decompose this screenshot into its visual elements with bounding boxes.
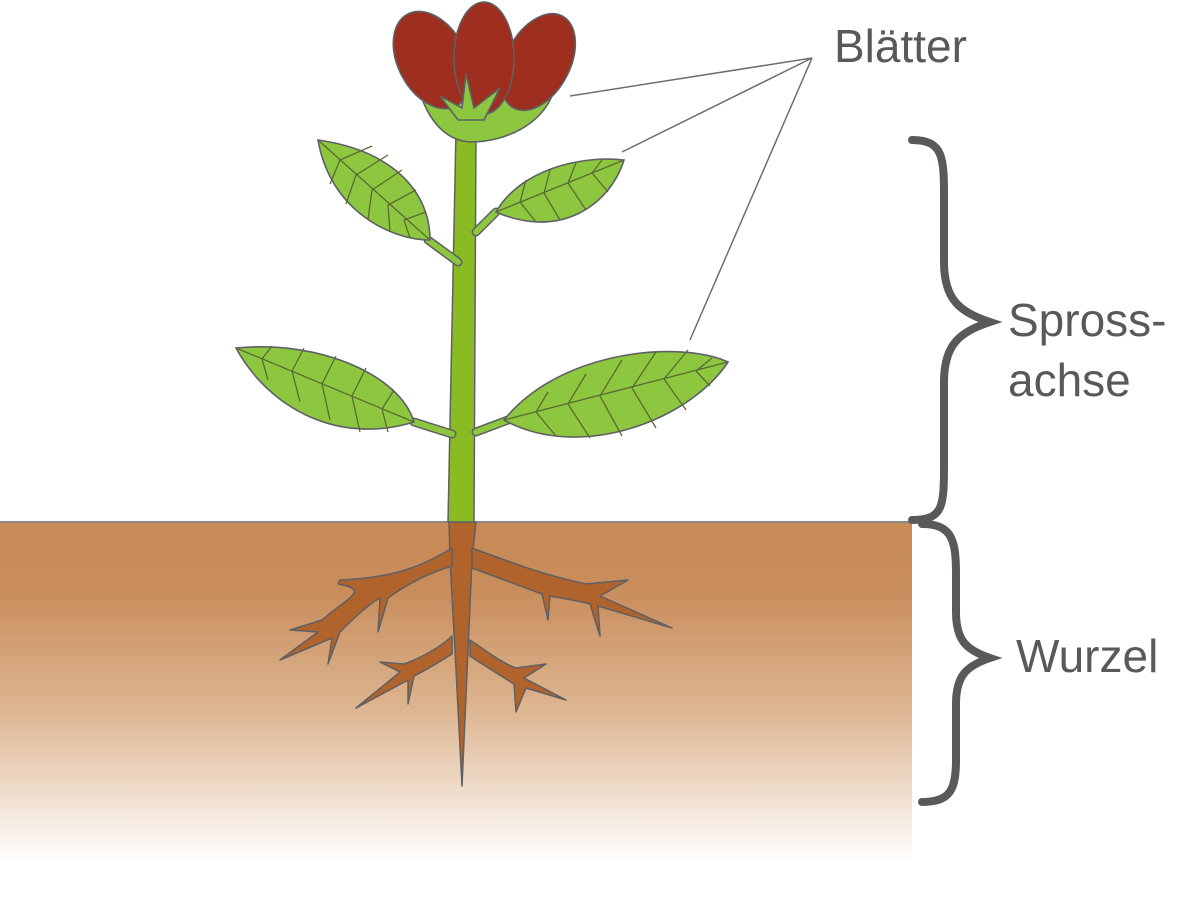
root-bracket — [918, 520, 1003, 806]
leaf-icon — [234, 139, 730, 439]
root-label: Wurzel — [1016, 630, 1158, 682]
flower-icon — [392, 1, 577, 143]
leaves-label: Blätter — [834, 20, 967, 72]
shoot-bracket — [908, 136, 1003, 524]
bracket-icon — [908, 136, 1003, 806]
stem — [447, 129, 477, 523]
root-icon — [279, 521, 673, 787]
shoot-label-line2: achse — [1008, 354, 1131, 406]
shoot-label-line1: Spross- — [1008, 294, 1166, 346]
leaves-pointer-lines — [569, 57, 813, 341]
